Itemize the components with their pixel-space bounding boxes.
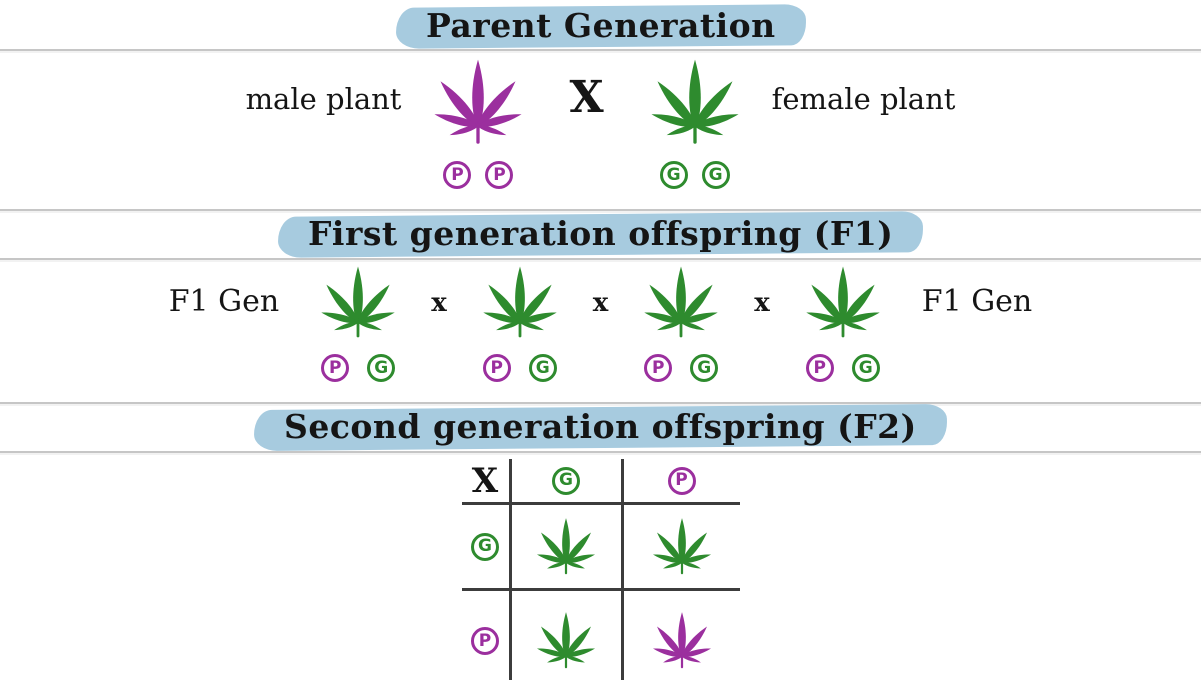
- f1-plant: P G: [800, 264, 886, 382]
- allele-g-icon: G: [552, 466, 580, 495]
- allele-p-icon: P: [471, 627, 499, 655]
- allele-p-icon: P: [321, 354, 350, 382]
- female-parent-plant: G G: [644, 57, 746, 189]
- divider: [0, 258, 1201, 260]
- allele-g-icon: G: [851, 354, 880, 382]
- male-parent-plant: P P: [427, 57, 529, 189]
- allele-p-icon: P: [485, 161, 514, 189]
- f1-title: First generation offspring (F1): [307, 214, 894, 254]
- cross-symbol: X: [569, 71, 604, 123]
- f1-plant: P G: [638, 264, 724, 382]
- punnett-cell: [511, 505, 624, 591]
- f1-plant: P G: [477, 264, 563, 382]
- f1-alleles: P G: [482, 354, 557, 382]
- f1-gen-label-right: F1 Gen: [921, 283, 1033, 319]
- f1-cross-row: F1 Gen P G x P G x P G x: [0, 264, 1201, 382]
- title-highlight: Parent Generation: [395, 4, 806, 49]
- f2-title: Second generation offspring (F2): [284, 407, 917, 447]
- cannabis-leaf-icon: [648, 610, 716, 672]
- cross-symbol: x: [592, 288, 609, 318]
- allele-p-icon: P: [644, 354, 673, 382]
- allele-p-icon: P: [805, 354, 834, 382]
- f1-header: First generation offspring (F1): [0, 211, 1201, 258]
- cannabis-leaf-icon: [532, 516, 600, 578]
- parent-cross-row: male plant P P X G G female plant: [0, 57, 1201, 189]
- punnett-square: X G P G P: [461, 459, 740, 680]
- cannabis-leaf-green-icon: [477, 264, 563, 342]
- allele-p-icon: P: [667, 466, 696, 495]
- cross-symbol: x: [754, 288, 770, 318]
- divider: [0, 402, 1201, 404]
- cannabis-leaf-green-icon: [315, 264, 401, 342]
- punnett-col-header: G: [511, 459, 624, 505]
- allele-p-icon: P: [443, 161, 472, 189]
- parent-generation-header: Parent Generation: [0, 0, 1201, 49]
- allele-g-icon: G: [528, 354, 557, 382]
- f1-plant: P G: [315, 264, 401, 382]
- female-alleles: G G: [659, 161, 730, 189]
- allele-g-icon: G: [367, 354, 396, 382]
- punnett-row-header: G: [461, 505, 512, 591]
- divider: [0, 49, 1201, 51]
- punnett-cell: [623, 505, 740, 591]
- title-highlight: First generation offspring (F1): [277, 211, 924, 258]
- divider: [0, 451, 1201, 453]
- female-plant-label: female plant: [771, 82, 956, 116]
- cannabis-leaf-green-icon: [638, 264, 724, 342]
- punnett-cell: [624, 591, 740, 680]
- allele-g-icon: G: [690, 354, 719, 382]
- f1-gen-label-left: F1 Gen: [168, 283, 280, 319]
- title-highlight: Second generation offspring (F2): [253, 403, 948, 452]
- allele-g-icon: G: [701, 161, 730, 189]
- cannabis-leaf-icon: [532, 610, 600, 672]
- f2-header: Second generation offspring (F2): [0, 403, 1201, 452]
- punnett-col-header: P: [623, 459, 740, 505]
- cannabis-leaf-purple-icon: [427, 57, 529, 149]
- punnett-cell: [512, 591, 624, 680]
- male-plant-label: male plant: [245, 82, 402, 116]
- cross-symbol: x: [431, 288, 447, 318]
- punnett-corner-cell: X: [461, 459, 512, 505]
- punnett-row-header: P: [462, 591, 512, 680]
- male-alleles: P P: [443, 161, 514, 189]
- cross-symbol: X: [471, 460, 499, 501]
- divider: [0, 209, 1201, 211]
- f1-alleles: P G: [805, 354, 880, 382]
- allele-g-icon: G: [471, 532, 499, 561]
- parent-generation-title: Parent Generation: [425, 6, 776, 46]
- cannabis-leaf-icon: [648, 516, 716, 578]
- allele-g-icon: G: [659, 161, 688, 189]
- f1-alleles: P G: [644, 354, 719, 382]
- cannabis-leaf-green-icon: [644, 57, 746, 149]
- f1-alleles: P G: [321, 354, 396, 382]
- cannabis-leaf-green-icon: [800, 264, 886, 342]
- allele-p-icon: P: [482, 354, 511, 382]
